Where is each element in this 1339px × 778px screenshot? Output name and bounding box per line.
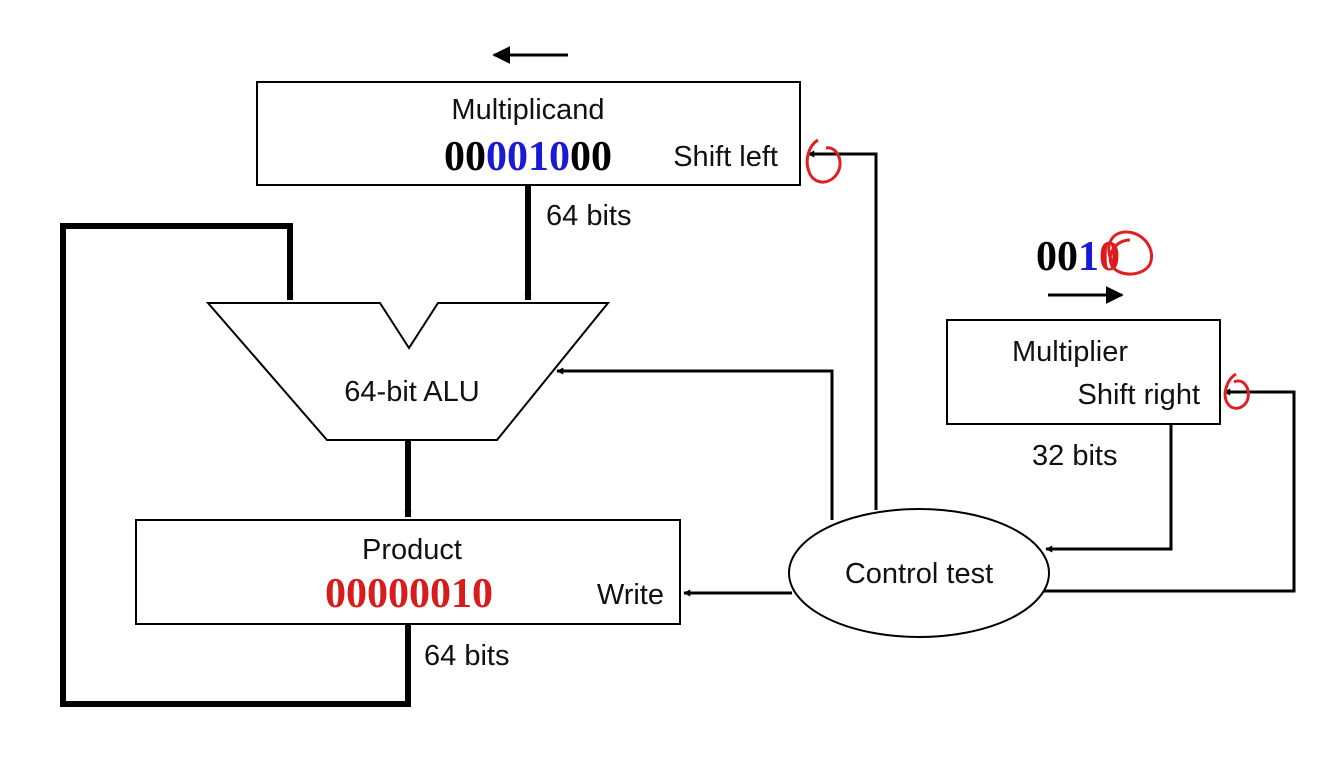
alu-label: 64-bit ALU xyxy=(344,376,479,408)
annotation-circle-icon xyxy=(1107,230,1153,276)
alu: 64-bit ALU xyxy=(205,302,611,441)
multiplicand-bit: 0 xyxy=(591,134,612,180)
multiplicand-bit: 0 xyxy=(549,134,570,180)
multiplicand-register: Multiplicand 00001000 Shift left xyxy=(256,81,801,186)
multiplicand-bit: 0 xyxy=(507,134,528,180)
control-to-multiplier-wire xyxy=(1044,388,1296,593)
product-title: Product xyxy=(362,534,462,566)
multiplicand-bit: 0 xyxy=(444,134,465,180)
multiplicand-bit: 0 xyxy=(486,134,507,180)
control-to-alu-wire xyxy=(556,367,834,520)
annotation-circle-icon xyxy=(1223,372,1250,410)
multiplicand-bit: 0 xyxy=(570,134,591,180)
product-register: Product 00000010 Write xyxy=(135,519,681,625)
multiplier-width-label: 32 bits xyxy=(1032,440,1117,472)
multiplier-register: Multiplier Shift right xyxy=(946,319,1221,425)
control-to-multiplicand-wire xyxy=(807,150,878,510)
multiplicand-title: Multiplicand xyxy=(451,94,604,126)
annotation-circle-icon xyxy=(805,138,842,184)
product-control-label: Write xyxy=(597,579,664,611)
control-test-unit: Control test xyxy=(788,508,1050,638)
multiplier-value: 0010 xyxy=(1036,234,1120,280)
multiplier-bit: 1 xyxy=(1078,234,1099,280)
multiplicand-control-label: Shift left xyxy=(673,141,778,173)
multiplier-bit: 0 xyxy=(1036,234,1057,280)
control-test-label: Control test xyxy=(845,558,993,590)
product-feedback-wire xyxy=(60,223,411,707)
multiplier-to-control-wire xyxy=(1045,424,1173,553)
multiplicand-bit: 0 xyxy=(465,134,486,180)
multiplicand-bit: 1 xyxy=(528,134,549,180)
multiplicand-value: 00001000 xyxy=(444,134,612,180)
multiplier-bit: 0 xyxy=(1057,234,1078,280)
product-width-label: 64 bits xyxy=(424,640,509,672)
product-value: 00000010 xyxy=(325,571,493,617)
multiplicand-width-label: 64 bits xyxy=(546,200,631,232)
multiplier-title: Multiplier xyxy=(1012,336,1128,368)
multiplier-control-label: Shift right xyxy=(1078,379,1201,411)
